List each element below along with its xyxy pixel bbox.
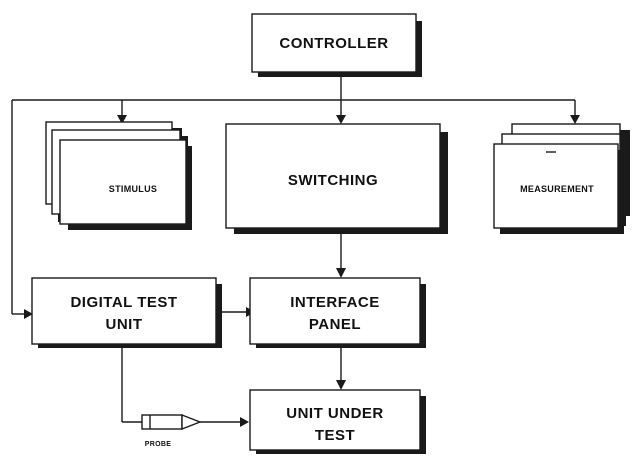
controller-block: CONTROLLER — [251, 13, 422, 77]
uut-label-line1: UNIT UNDER — [286, 405, 384, 422]
probe-symbol: PROBE — [141, 413, 202, 448]
uut-left-arrowhead — [240, 417, 249, 427]
probe-label: PROBE — [145, 441, 171, 448]
uut-label-line2: TEST — [315, 427, 355, 444]
controller-label: CONTROLLER — [279, 35, 388, 52]
dtu-label-line2: UNIT — [106, 316, 143, 333]
interface-arrowhead — [336, 268, 346, 278]
probe-tip — [181, 413, 202, 431]
measurement-arrowhead — [570, 115, 580, 124]
uut-top-arrowhead — [336, 380, 346, 390]
switching-arrowhead — [336, 115, 346, 124]
stimulus-block: STIMULUS — [45, 121, 192, 230]
unit-under-test-block: UNIT UNDER TEST — [249, 389, 426, 454]
dtu-label-line1: DIGITAL TEST — [70, 294, 177, 311]
interface-label-line1: INTERFACE — [290, 294, 380, 311]
probe-body — [141, 414, 183, 430]
measurement-block: MEASUREMENT — [493, 123, 630, 234]
switching-block: SWITCHING — [225, 123, 448, 234]
measurement-label: MEASUREMENT — [520, 184, 594, 194]
switching-label: SWITCHING — [288, 172, 378, 189]
interface-panel-block: INTERFACE PANEL — [249, 277, 426, 348]
interface-label-line2: PANEL — [309, 316, 361, 333]
stimulus-label: STIMULUS — [109, 184, 157, 194]
connectors — [11, 76, 580, 427]
digital-test-unit-block: DIGITAL TEST UNIT — [31, 277, 222, 348]
stimulus-arrowhead — [117, 115, 127, 124]
dtu-arrowhead — [24, 309, 33, 319]
